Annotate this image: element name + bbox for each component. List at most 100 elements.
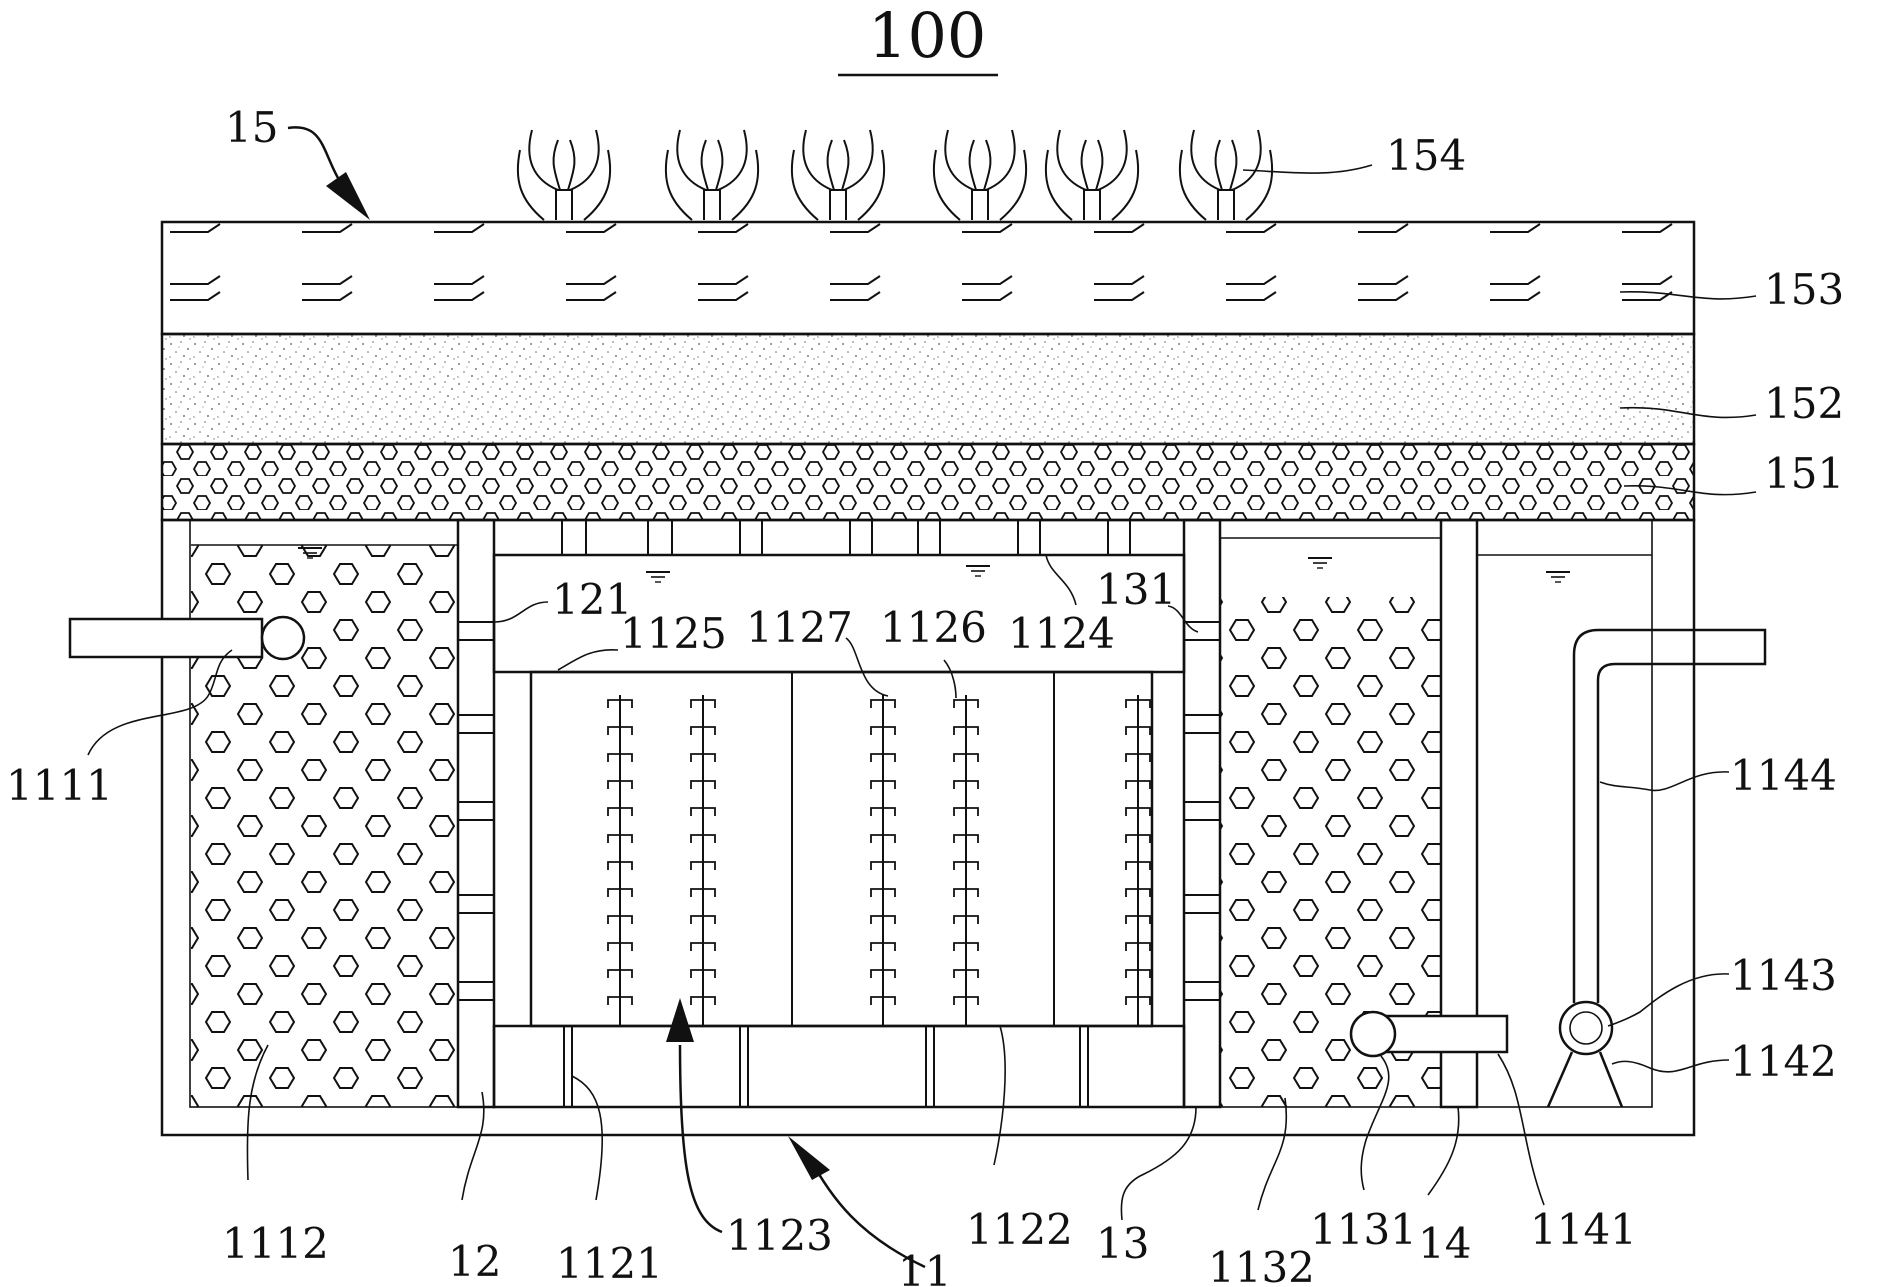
arrow-15-head	[326, 172, 370, 220]
diffuser-branch	[870, 969, 896, 978]
diffuser-branch	[1125, 699, 1151, 708]
diffuser-branch	[1125, 861, 1151, 870]
diffuser-branch	[607, 699, 633, 708]
outlet-pipe-1144	[1572, 628, 1767, 1003]
pump-stand-1142	[1546, 1051, 1624, 1108]
diffuser-branch	[953, 861, 979, 870]
leader-1131	[1360, 1055, 1390, 1191]
leader-1111	[87, 649, 233, 756]
plant-leaf	[932, 129, 975, 221]
diffuser-branch	[690, 726, 716, 735]
plant-leaf	[1231, 129, 1274, 221]
label-1124: 1124	[1008, 609, 1115, 658]
plant-leaf	[700, 139, 724, 191]
vegetation-soil-layer-153	[160, 220, 1696, 336]
diffuser-branch	[870, 915, 896, 924]
tank-decorations	[298, 520, 1570, 1107]
label-1132: 1132	[1208, 1243, 1315, 1287]
leader-1132	[1257, 1097, 1288, 1211]
label-1125: 1125	[620, 609, 727, 658]
plant	[790, 129, 886, 221]
diffuser-branch	[870, 780, 896, 789]
sand-layer-152	[160, 332, 1696, 446]
diffuser-branch	[690, 996, 716, 1005]
pump-inner	[1569, 1011, 1603, 1045]
diffuser-branch	[607, 726, 633, 735]
leader-1122	[993, 1025, 1006, 1166]
label-121: 121	[552, 575, 632, 624]
label-1126: 1126	[880, 603, 987, 652]
diffuser-branch	[870, 753, 896, 762]
cover-assembly	[160, 220, 1696, 522]
diffuser-branch	[607, 753, 633, 762]
diffuser-branch	[1125, 915, 1151, 924]
label-13: 13	[1096, 1219, 1149, 1268]
plants-154	[516, 129, 1274, 221]
diffuser-branch	[953, 969, 979, 978]
diffuser-branch	[690, 888, 716, 897]
plant-leaf	[1044, 129, 1087, 221]
plant	[932, 129, 1028, 221]
leader-153	[1619, 291, 1757, 300]
leader-12	[461, 1091, 485, 1201]
diffuser-branch	[953, 996, 979, 1005]
label-153: 153	[1764, 265, 1844, 314]
plant-stem	[971, 189, 989, 220]
diffuser-branch	[690, 699, 716, 708]
labels: 15 154 153 152 151 121 1125 1127 1126 11…	[6, 103, 1844, 1287]
label-154: 154	[1386, 131, 1466, 180]
label-1143: 1143	[1730, 951, 1837, 1000]
inlet-pipe	[68, 617, 264, 659]
leader-lines	[87, 164, 1757, 1221]
diffuser-branch	[607, 942, 633, 951]
diffuser-branch	[690, 861, 716, 870]
diffuser-branch	[870, 888, 896, 897]
label-15: 15	[225, 103, 278, 152]
pump-1143	[1558, 1000, 1614, 1056]
partition-13	[1182, 518, 1222, 1109]
diffuser-branch	[953, 942, 979, 951]
label-152: 152	[1764, 379, 1844, 428]
label-1141: 1141	[1530, 1205, 1637, 1254]
plant	[1178, 129, 1274, 221]
arrow-1123-leader	[678, 1044, 723, 1234]
diffuser-branch	[690, 942, 716, 951]
diffuser-branch	[690, 807, 716, 816]
gravel-layer-151	[160, 442, 1696, 522]
label-1123: 1123	[726, 1211, 833, 1260]
plant-leaf	[985, 129, 1028, 221]
diffuser-branch	[607, 915, 633, 924]
leader-1124	[1045, 554, 1077, 606]
diffuser-branch	[953, 915, 979, 924]
diffuser-branch	[1125, 753, 1151, 762]
plant-leaf	[790, 129, 833, 221]
leader-13	[1120, 1106, 1197, 1221]
leader-131	[1167, 605, 1199, 633]
plant	[516, 129, 612, 221]
plant-leaf	[1214, 139, 1238, 191]
diffuser-branch	[1125, 726, 1151, 735]
plant-leaf	[569, 129, 612, 221]
diffuser-branch	[953, 753, 979, 762]
label-1121: 1121	[556, 1239, 663, 1287]
label-11: 11	[898, 1247, 951, 1287]
diffuser-branch	[870, 942, 896, 951]
leader-1112	[246, 1044, 269, 1181]
diffuser-branch	[870, 699, 896, 708]
label-1131: 1131	[1310, 1205, 1417, 1254]
diffuser-branch	[690, 969, 716, 978]
leader-152	[1619, 406, 1757, 419]
label-131: 131	[1096, 565, 1176, 614]
plant-leaf	[717, 129, 760, 221]
inlet-pipe-elbow	[260, 615, 306, 661]
pipe-elbow-1131	[1349, 1010, 1397, 1058]
diffuser-branch	[607, 888, 633, 897]
diffuser-branch	[870, 834, 896, 843]
label-1112: 1112	[222, 1219, 329, 1268]
plant-leaf	[552, 139, 576, 191]
reactor-body-1125	[529, 670, 1154, 1028]
pump-assembly	[1546, 628, 1767, 1108]
leader-1141	[1497, 1053, 1545, 1206]
plant-stem	[703, 189, 721, 220]
